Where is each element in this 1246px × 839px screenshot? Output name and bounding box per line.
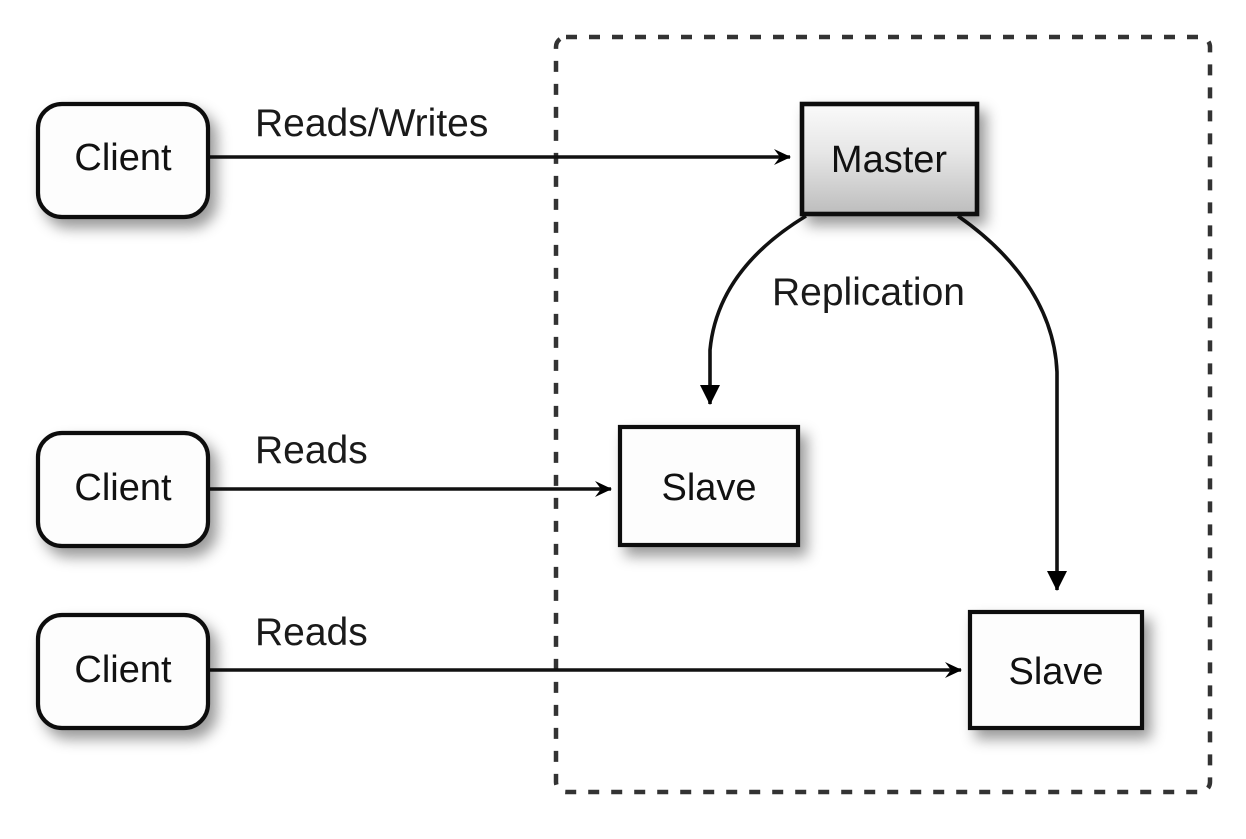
- client-3-box: [35, 612, 211, 731]
- master-label: Master: [831, 139, 947, 181]
- edge-label-reads-1: Reads: [255, 429, 368, 472]
- node-slave-2[interactable]: Slave: [967, 609, 1145, 731]
- client-1-label: Client: [74, 137, 172, 179]
- node-master[interactable]: Master: [799, 101, 980, 217]
- master-box: [799, 101, 980, 217]
- slave-1-label: Slave: [661, 467, 756, 509]
- client-3-label: Client: [74, 649, 172, 691]
- database-boundary: [553, 34, 1213, 795]
- slave-1-box: [617, 424, 801, 548]
- node-slave-1[interactable]: Slave: [617, 424, 801, 548]
- slave-2-label: Slave: [1008, 651, 1103, 693]
- edge-label-replication: Replication: [772, 271, 965, 314]
- node-client-1[interactable]: Client: [35, 101, 211, 220]
- node-client-3[interactable]: Client: [35, 612, 211, 731]
- client-2-box: [35, 430, 211, 549]
- edge-label-reads-2: Reads: [255, 611, 368, 654]
- slave-2-box: [967, 609, 1145, 731]
- edge-master-slave1: [700, 214, 807, 405]
- client-1-box: [35, 101, 211, 220]
- node-client-2[interactable]: Client: [35, 430, 211, 549]
- edge-label-reads-writes: Reads/Writes: [255, 102, 488, 145]
- client-2-label: Client: [74, 467, 172, 509]
- edge-master-slave2: [956, 214, 1067, 591]
